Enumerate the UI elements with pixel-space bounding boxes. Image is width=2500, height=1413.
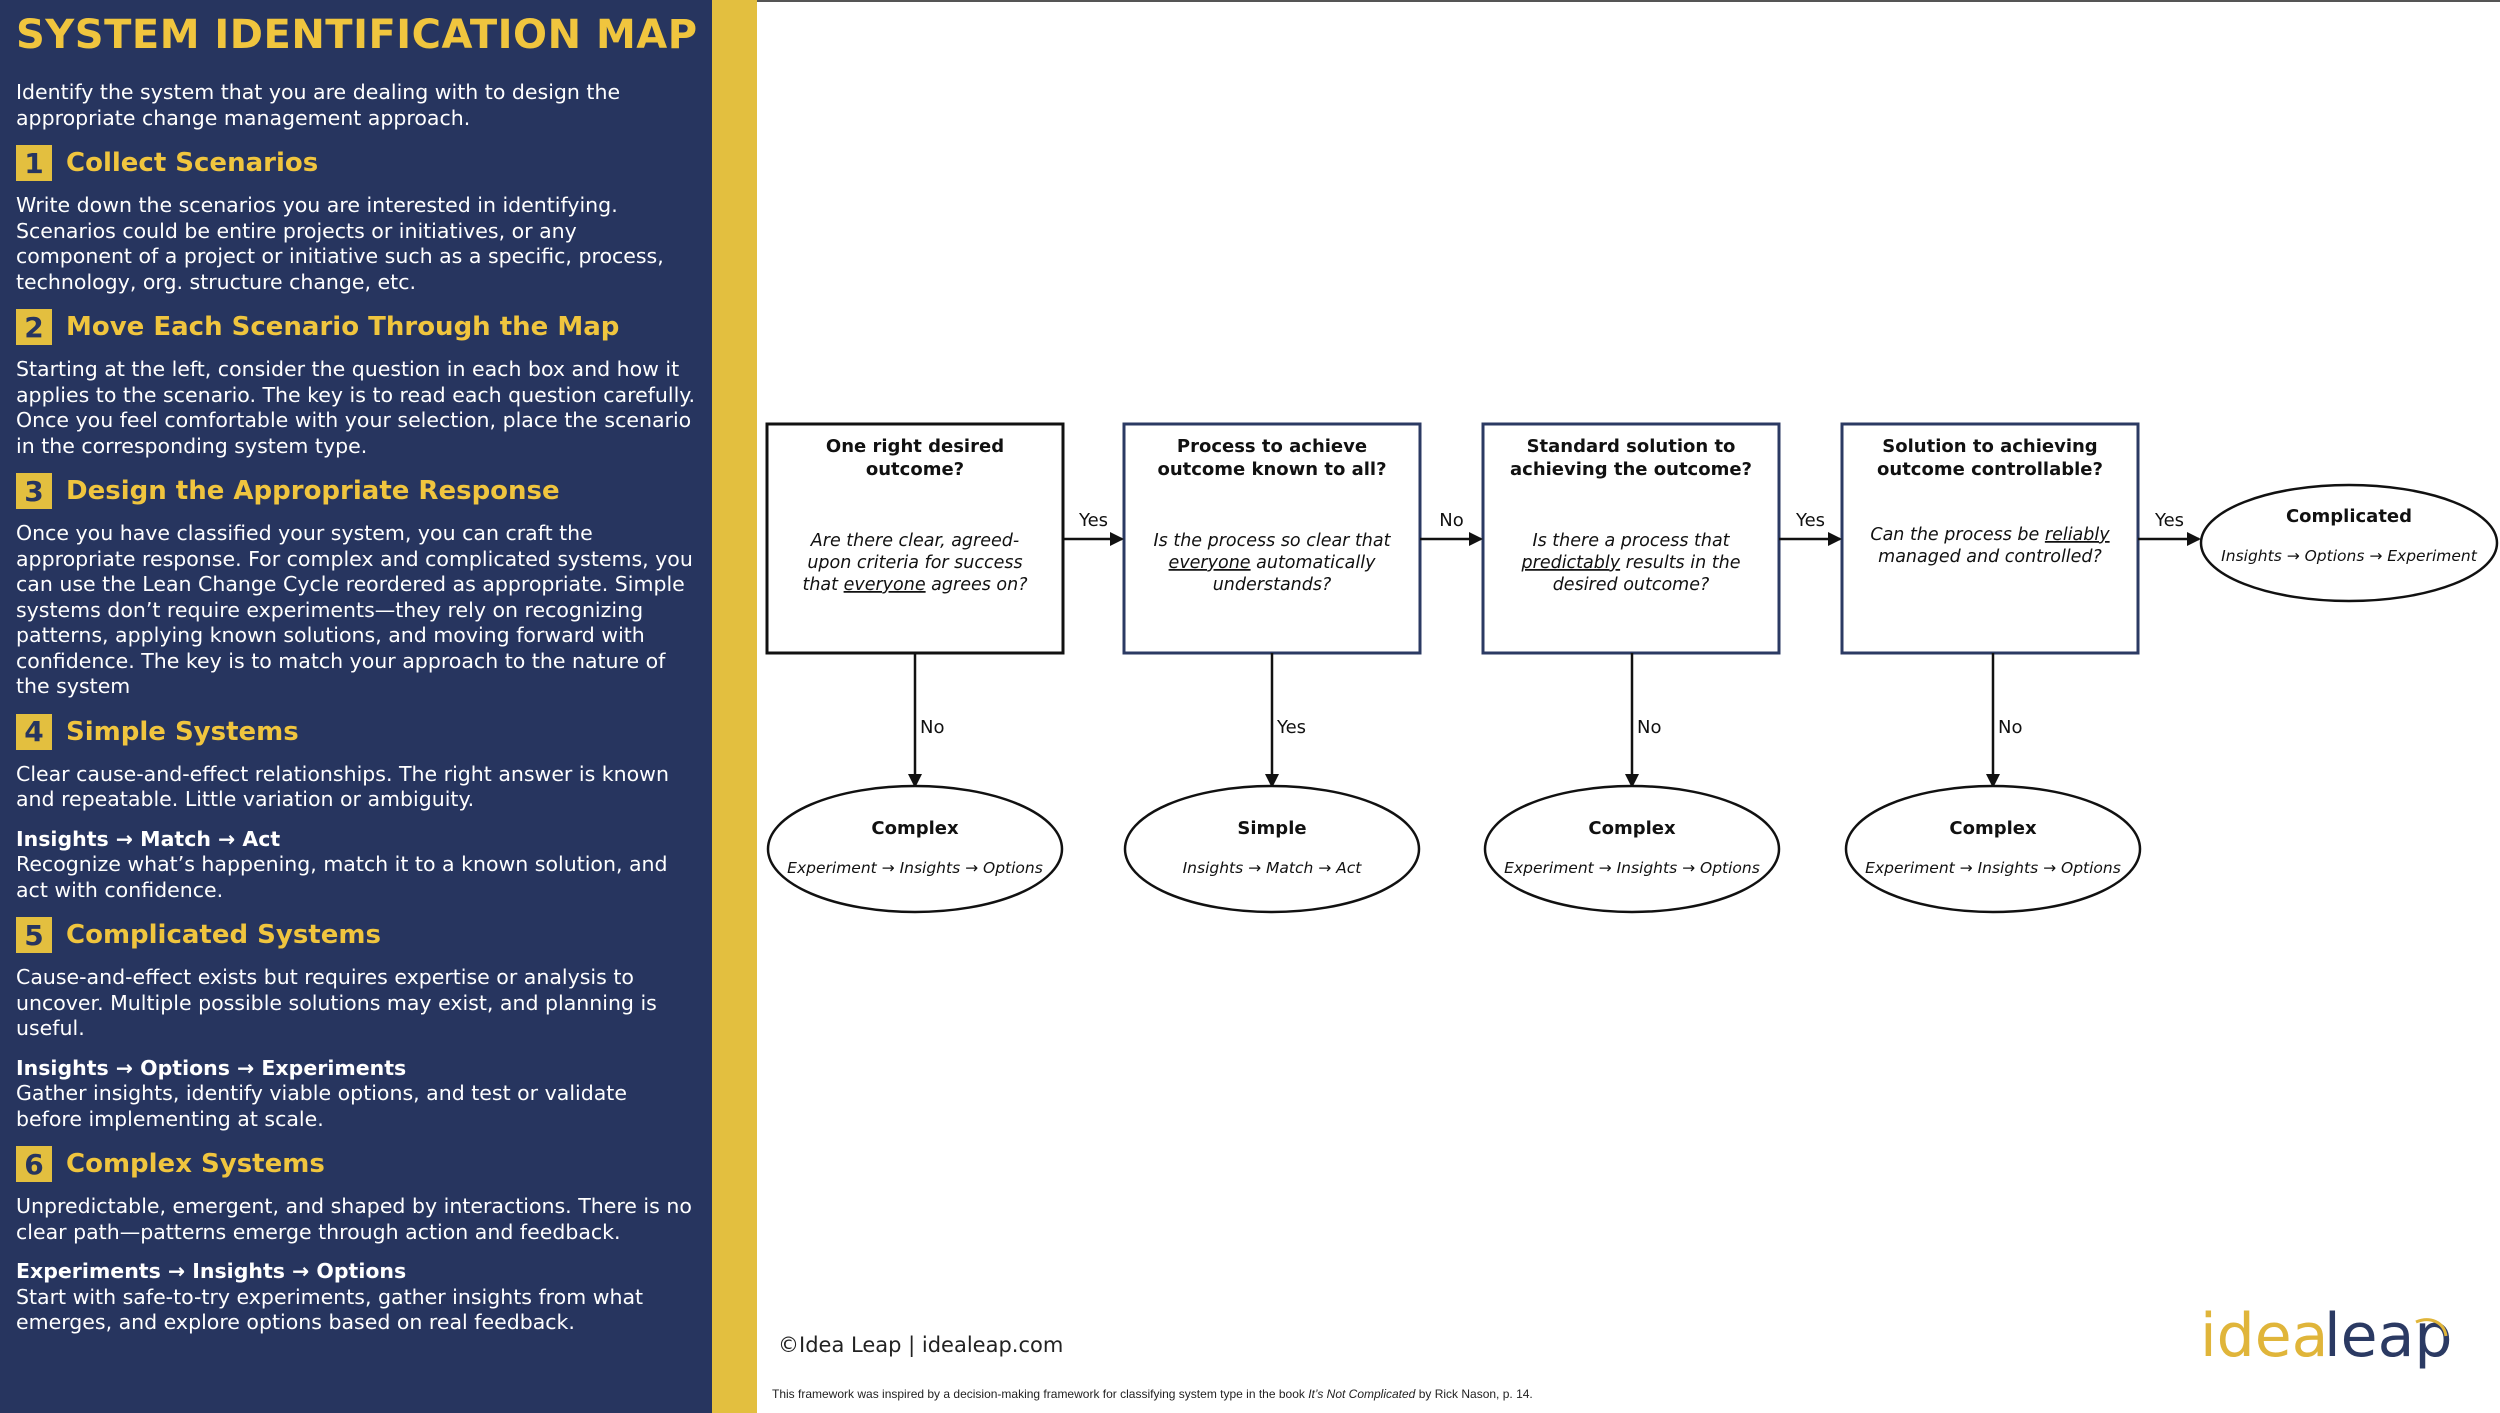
logo-idea-text: idea bbox=[2200, 1301, 2328, 1371]
step-title: Collect Scenarios bbox=[66, 148, 319, 178]
step-6: 6 Complex Systems Unpredictable, emergent… bbox=[16, 1146, 698, 1336]
edge-label: Yes bbox=[2154, 510, 2184, 531]
step-number: 5 bbox=[16, 917, 52, 953]
edge-label: No bbox=[1439, 510, 1463, 531]
decision-box-2 bbox=[1122, 422, 1422, 655]
edge-label: Yes bbox=[1276, 717, 1306, 738]
outcome-title: Complex bbox=[871, 818, 959, 839]
decision-box-question: Can the process be reliably bbox=[1870, 525, 2110, 545]
decision-box-question: Are there clear, agreed- bbox=[810, 531, 1019, 551]
step-body: Write down the scenarios you are interes… bbox=[16, 193, 664, 294]
step-title: Complicated Systems bbox=[66, 920, 381, 950]
outcome-approach: Insights → Options → Experiment bbox=[2221, 547, 2478, 565]
edge-label: Yes bbox=[1795, 510, 1825, 531]
edge-label: No bbox=[1998, 717, 2022, 738]
decision-box-question: upon criteria for success bbox=[807, 553, 1022, 573]
step-number: 2 bbox=[16, 309, 52, 345]
outcome-title: Complex bbox=[1588, 818, 1676, 839]
outcome-title: Simple bbox=[1237, 818, 1306, 839]
step-2: 2 Move Each Scenario Through the Map Star… bbox=[16, 309, 698, 459]
outcome-approach: Experiment → Insights → Options bbox=[1865, 859, 2121, 877]
step-title: Simple Systems bbox=[66, 716, 299, 747]
step-3: 3 Design the Appropriate Response Once yo… bbox=[16, 473, 698, 700]
step-number: 3 bbox=[16, 473, 52, 509]
decision-box-question: Is there a process that bbox=[1532, 531, 1730, 551]
decision-box-title: outcome? bbox=[866, 459, 964, 480]
step-1: 1 Collect Scenarios Write down the scenar… bbox=[16, 145, 698, 295]
step-number: 1 bbox=[16, 145, 52, 181]
approach-sequence: Insights → Match → Act bbox=[16, 826, 281, 851]
decision-box-question: desired outcome? bbox=[1553, 575, 1710, 595]
decision-box-question: everyone automatically bbox=[1169, 553, 1377, 573]
decision-box-question: understands? bbox=[1213, 575, 1332, 595]
outcome-ellipse bbox=[1483, 784, 1781, 914]
step-body: Once you have classified your system, yo… bbox=[16, 521, 693, 698]
step-4: 4 Simple Systems Clear cause-and-effect r… bbox=[16, 713, 698, 904]
step-title: Complex Systems bbox=[66, 1149, 325, 1179]
outcome-approach: Experiment → Insights → Options bbox=[787, 859, 1043, 877]
attribution-note: This framework was inspired by a decisio… bbox=[772, 1387, 1533, 1401]
decision-box-title: Process to achieve bbox=[1177, 436, 1367, 457]
step-body: Unpredictable, emergent, and shaped by i… bbox=[16, 1194, 692, 1244]
decision-box-question: managed and controlled? bbox=[1878, 547, 2102, 567]
decision-box-question: Is the process so clear that bbox=[1154, 531, 1392, 551]
approach-description: Start with safe-to-try experiments, gath… bbox=[16, 1284, 644, 1335]
logo-leap-text: leap bbox=[2324, 1301, 2452, 1371]
step-5: 5 Complicated Systems Cause-and-effect ex… bbox=[16, 917, 698, 1132]
top-rule bbox=[757, 0, 2500, 2]
approach-description: Gather insights, identify viable options… bbox=[16, 1081, 627, 1131]
decision-box-4 bbox=[1840, 422, 2140, 655]
outcome-approach: Experiment → Insights → Options bbox=[1504, 859, 1760, 877]
decision-box-title: Solution to achieving bbox=[1882, 436, 2097, 457]
outcome-ellipse bbox=[766, 784, 1064, 914]
decision-box-title: Standard solution to bbox=[1527, 436, 1736, 457]
idealeap-logo: idea leap bbox=[2200, 1301, 2452, 1371]
step-title: Move Each Scenario Through the Map bbox=[66, 312, 620, 342]
decision-box-question: that everyone agrees on? bbox=[802, 575, 1027, 595]
intro-text: Identify the system that you are dealing… bbox=[16, 80, 621, 130]
outcome-title: Complex bbox=[1949, 818, 2037, 839]
accent-stripe bbox=[712, 0, 757, 1413]
outcome-approach: Insights → Match → Act bbox=[1183, 859, 1363, 877]
outcome-ellipse bbox=[1123, 784, 1421, 914]
attribution-pre: This framework was inspired by a decisio… bbox=[772, 1387, 1309, 1401]
edge-label: No bbox=[920, 717, 944, 738]
step-number: 6 bbox=[16, 1146, 52, 1182]
logo-swoosh-icon bbox=[2415, 1318, 2448, 1337]
decision-box-title: One right desired bbox=[826, 436, 1004, 457]
approach-sequence: Insights → Options → Experiments bbox=[16, 1055, 407, 1080]
edge-label: Yes bbox=[1078, 510, 1108, 531]
attribution-post: by Rick Nason, p. 14. bbox=[1415, 1387, 1533, 1401]
copyright-text: ©Idea Leap | idealeap.com bbox=[778, 1333, 1064, 1357]
decision-box-title: achieving the outcome? bbox=[1510, 459, 1752, 480]
outcome-title: Complicated bbox=[2286, 506, 2412, 527]
instruction-panel: SYSTEM IDENTIFICATION MAP Identify the s… bbox=[0, 0, 712, 1413]
decision-box-question: predictably results in the bbox=[1521, 553, 1741, 573]
step-body: Clear cause-and-effect relationships. Th… bbox=[16, 761, 669, 812]
decision-box-title: outcome known to all? bbox=[1157, 459, 1386, 480]
decision-box-title: outcome controllable? bbox=[1877, 459, 2103, 480]
step-number: 4 bbox=[16, 713, 52, 750]
step-title: Design the Appropriate Response bbox=[66, 476, 560, 506]
outcome-ellipse-complicated bbox=[2199, 483, 2499, 603]
page-title: SYSTEM IDENTIFICATION MAP bbox=[16, 12, 698, 58]
approach-description: Recognize what’s happening, match it to … bbox=[16, 852, 668, 902]
step-body: Cause-and-effect exists but requires exp… bbox=[16, 965, 657, 1040]
outcome-ellipse bbox=[1844, 784, 2142, 914]
attribution-book: It’s Not Complicated bbox=[1308, 1387, 1416, 1401]
approach-sequence: Experiments → Insights → Options bbox=[16, 1259, 407, 1283]
edge-label: No bbox=[1637, 717, 1661, 738]
step-body: Starting at the left, consider the quest… bbox=[16, 357, 696, 458]
